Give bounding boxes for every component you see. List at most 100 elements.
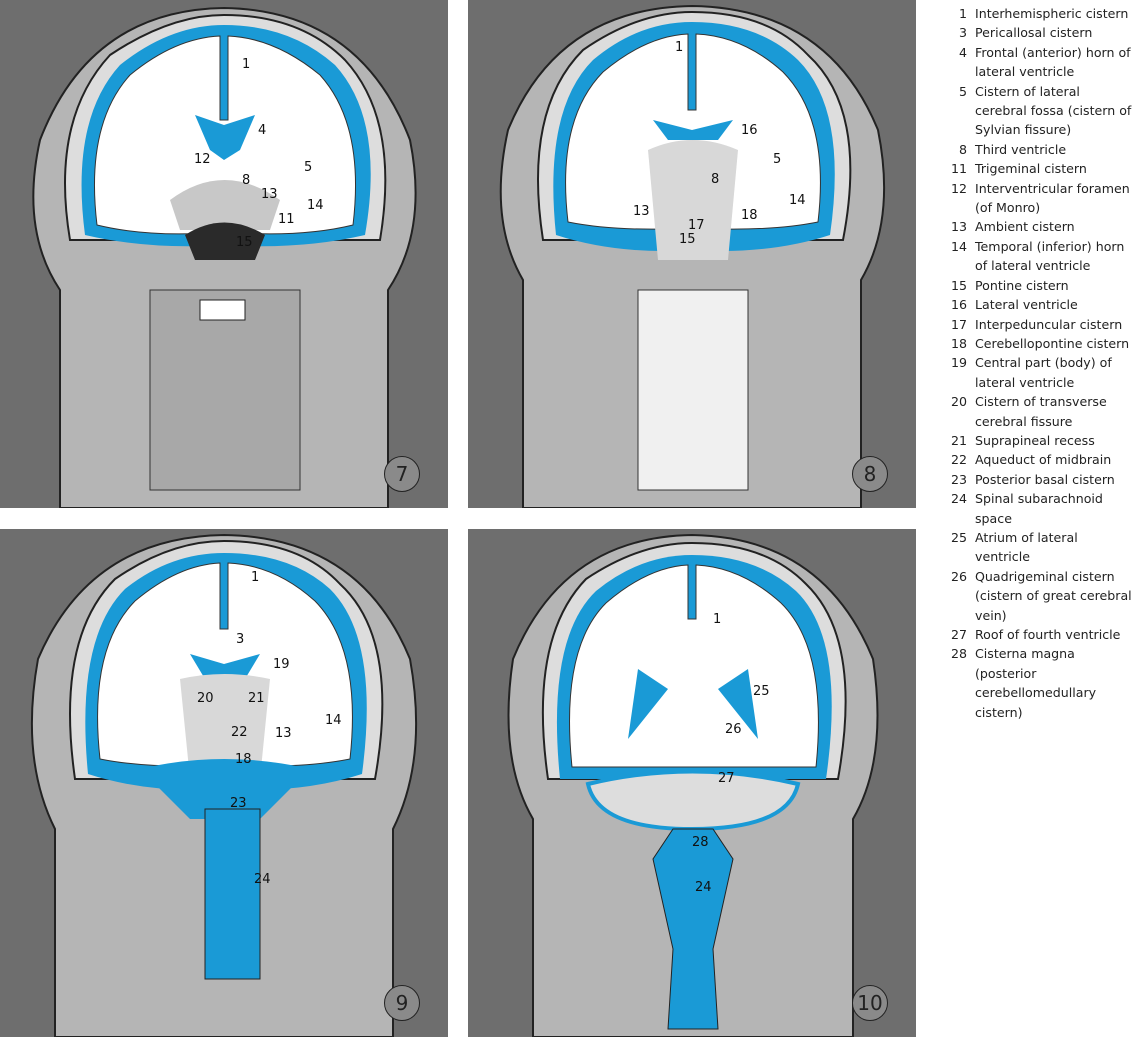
legend-number: 14 bbox=[950, 238, 967, 254]
legend-number: 18 bbox=[950, 335, 967, 351]
legend-text: Pericallosal cistern bbox=[975, 25, 1093, 41]
label-1: 1 bbox=[713, 612, 722, 627]
panel-7-coronal-section: 1 4 12 5 8 13 14 11 15 7 bbox=[0, 0, 448, 508]
label-13: 13 bbox=[633, 204, 650, 219]
head-section-illustration bbox=[507, 533, 879, 1037]
legend-item: 17 Interpeduncular cistern bbox=[942, 315, 1134, 334]
label-17: 17 bbox=[688, 218, 705, 233]
label-8: 8 bbox=[711, 172, 720, 187]
legend-text: Temporal (inferior) horn of lateral vent… bbox=[975, 238, 1125, 274]
legend-text: Roof of fourth ventricle bbox=[975, 627, 1121, 642]
legend-item: 16 Lateral ventricle bbox=[942, 295, 1134, 314]
legend-item: 23 Posterior basal cistern bbox=[942, 470, 1134, 489]
legend-text: Posterior basal cistern bbox=[975, 471, 1115, 487]
label-1: 1 bbox=[675, 40, 684, 55]
legend-number: 20 bbox=[950, 394, 967, 410]
label-16: 16 bbox=[741, 123, 758, 138]
label-23: 23 bbox=[230, 796, 247, 811]
label-11: 11 bbox=[278, 212, 295, 227]
label-14: 14 bbox=[789, 193, 806, 208]
label-27: 27 bbox=[718, 771, 735, 786]
legend-number: 17 bbox=[950, 316, 967, 332]
legend-item: 26 Quadrigeminal cistern (cistern of gre… bbox=[942, 567, 1134, 625]
legend-number: 16 bbox=[950, 297, 967, 313]
legend-item: 12 Interventricular foramen (of Monro) bbox=[942, 179, 1134, 218]
panel-number: 10 bbox=[852, 985, 888, 1021]
label-8: 8 bbox=[242, 173, 251, 188]
legend-text: Interhemispheric cistern bbox=[975, 6, 1129, 21]
legend-text: Quadrigeminal cistern (cistern of great … bbox=[975, 568, 1132, 623]
legend-item: 25 Atrium of lateral ventricle bbox=[942, 528, 1134, 567]
legend-number: 19 bbox=[950, 355, 967, 371]
legend-number: 3 bbox=[958, 25, 967, 41]
legend-text: Spinal subarachnoid space bbox=[975, 491, 1103, 526]
legend-item: 8 Third ventricle bbox=[942, 140, 1134, 159]
label-24: 24 bbox=[254, 872, 271, 887]
legend-number: 15 bbox=[950, 277, 967, 293]
legend-number: 26 bbox=[950, 568, 967, 584]
panel-9-coronal-section: 1 3 19 20 21 14 22 13 18 23 24 9 bbox=[0, 529, 448, 1037]
label-26: 26 bbox=[725, 722, 742, 737]
legend-number: 24 bbox=[950, 491, 967, 507]
panel-number: 9 bbox=[384, 985, 420, 1021]
legend-text: Cisterna magna (posterior cerebellomedul… bbox=[975, 646, 1097, 720]
label-20: 20 bbox=[197, 691, 214, 706]
legend-text: Pontine cistern bbox=[975, 277, 1069, 293]
legend-item: 19 Central part (body) of lateral ventri… bbox=[942, 353, 1134, 392]
legend-item: 22 Aqueduct of midbrain bbox=[942, 450, 1134, 469]
legend-item: 5 Cistern of lateral cerebral fossa (cis… bbox=[942, 82, 1134, 140]
panel-8-coronal-section: 1 16 5 8 14 13 18 17 15 8 bbox=[468, 0, 916, 508]
label-14: 14 bbox=[307, 198, 324, 213]
label-18: 18 bbox=[235, 752, 252, 767]
legend-number: 8 bbox=[958, 141, 967, 157]
legend-item: 27 Roof of fourth ventricle bbox=[942, 625, 1134, 644]
legend-text: Lateral ventricle bbox=[975, 297, 1078, 313]
label-22: 22 bbox=[231, 725, 248, 740]
legend-item: 13 Ambient cistern bbox=[942, 217, 1134, 236]
panel-10-coronal-section: 1 25 26 27 28 24 10 bbox=[468, 529, 916, 1037]
legend-item: 28 Cisterna magna (posterior cerebellome… bbox=[942, 644, 1134, 722]
legend-item: 15 Pontine cistern bbox=[942, 276, 1134, 295]
label-3: 3 bbox=[236, 632, 245, 647]
label-25: 25 bbox=[753, 684, 770, 699]
legend-text: Frontal (anterior) horn of lateral ventr… bbox=[975, 44, 1131, 80]
label-13: 13 bbox=[275, 726, 292, 741]
legend-text: Trigeminal cistern bbox=[975, 161, 1087, 177]
legend-number: 1 bbox=[958, 6, 967, 21]
legend-number: 11 bbox=[950, 161, 967, 177]
label-5: 5 bbox=[304, 160, 313, 175]
label-28: 28 bbox=[692, 835, 709, 850]
label-13: 13 bbox=[261, 187, 278, 202]
legend-text: Interpeduncular cistern bbox=[975, 316, 1123, 332]
legend-text: Central part (body) of lateral ventricle bbox=[975, 355, 1112, 390]
legend-text: Suprapineal recess bbox=[975, 432, 1095, 448]
legend-item: 3 Pericallosal cistern bbox=[942, 23, 1134, 42]
legend-number: 21 bbox=[950, 432, 967, 448]
head-section-illustration bbox=[32, 6, 417, 508]
legend-text: Third ventricle bbox=[975, 141, 1067, 157]
label-12: 12 bbox=[194, 152, 211, 167]
panel-number: 8 bbox=[852, 456, 888, 492]
legend-number: 25 bbox=[950, 529, 967, 545]
label-4: 4 bbox=[258, 123, 267, 138]
legend-item: 11 Trigeminal cistern bbox=[942, 159, 1134, 178]
head-section-illustration bbox=[30, 533, 418, 1037]
panel-number: 7 bbox=[384, 456, 420, 492]
legend-text: Ambient cistern bbox=[975, 219, 1075, 235]
label-1: 1 bbox=[251, 570, 260, 585]
label-15: 15 bbox=[236, 235, 253, 250]
label-21: 21 bbox=[248, 691, 265, 706]
legend-text: Cerebellopontine cistern bbox=[975, 335, 1130, 351]
legend-item: 1 Interhemispheric cistern bbox=[942, 4, 1134, 23]
legend-item: 20 Cistern of transverse cerebral fissur… bbox=[942, 392, 1134, 431]
label-24: 24 bbox=[695, 880, 712, 895]
head-section-illustration bbox=[499, 4, 886, 508]
label-19: 19 bbox=[273, 657, 290, 672]
legend-text: Aqueduct of midbrain bbox=[975, 452, 1112, 468]
legend-number: 4 bbox=[958, 44, 967, 60]
legend-number: 12 bbox=[950, 180, 967, 196]
legend-item: 4 Frontal (anterior) horn of lateral ven… bbox=[942, 43, 1134, 82]
legend-number: 28 bbox=[950, 646, 967, 662]
legend-number: 23 bbox=[950, 471, 967, 487]
legend-number: 13 bbox=[950, 219, 967, 235]
